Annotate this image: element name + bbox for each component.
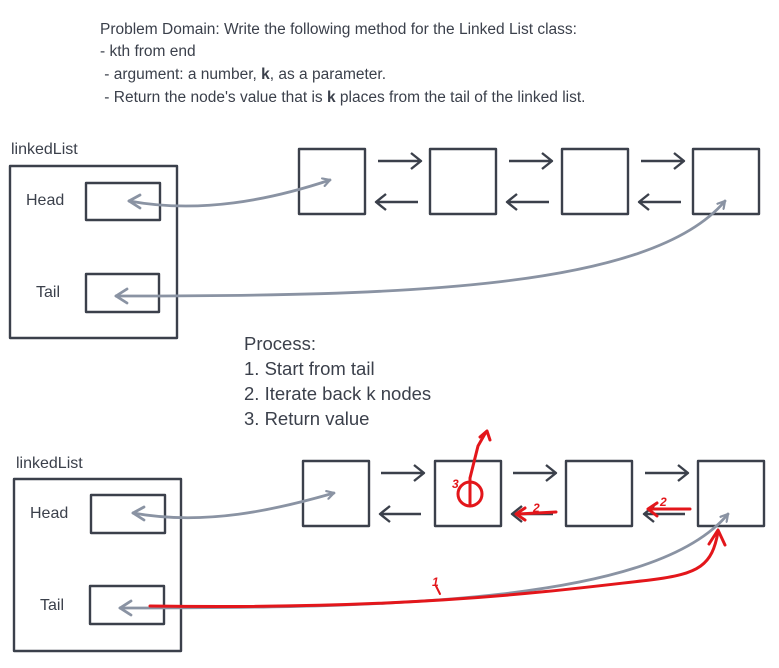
red-step2a-arrow — [516, 510, 558, 516]
bottom-tail-pointer-tail-arrowhead — [118, 599, 133, 617]
bottom-node-2 — [433, 459, 503, 528]
red-annotation-numbers: 3 2 2 1 — [432, 477, 667, 589]
bottom-head-pointer-tail-arrowhead — [131, 505, 146, 522]
top-node-4 — [691, 147, 761, 216]
problem-line-4-post: places from the tail of the linked list. — [335, 89, 586, 106]
bottom-diagram — [12, 459, 766, 653]
bottom-node-3 — [564, 459, 634, 528]
red-step1-tick — [435, 585, 441, 595]
red-step3-arrowhead — [478, 429, 492, 442]
top-tail-label: Tail — [36, 284, 61, 301]
top-tail-pointer-tail-arrowhead — [114, 287, 129, 305]
problem-line-3-post: , as a parameter. — [269, 66, 387, 83]
bottom-node-1 — [301, 459, 371, 528]
problem-line-3-k: k — [261, 66, 270, 83]
red-step1-path — [148, 530, 720, 609]
top-next-arrows — [378, 152, 686, 170]
top-node-3 — [560, 147, 630, 216]
process-title: Process: — [244, 333, 316, 354]
annotation-step3-number: 3 — [452, 477, 459, 491]
top-tail-pointer — [114, 199, 727, 298]
top-head-box — [84, 181, 162, 222]
bottom-head-box — [89, 493, 167, 535]
problem-line-1: Problem Domain: Write the following meth… — [100, 21, 577, 38]
bottom-head-label: Head — [30, 505, 69, 522]
problem-line-4-k: k — [326, 89, 336, 106]
top-node-1 — [297, 147, 367, 216]
red-step2b-arrowhead — [646, 501, 659, 518]
top-node-2 — [428, 147, 498, 216]
problem-line-4: - Return the node's value that is k plac… — [100, 87, 585, 109]
problem-line-3: - argument: a number, k, as a parameter. — [100, 64, 386, 86]
bottom-head-pointer — [131, 493, 336, 520]
top-tail-box — [84, 272, 161, 314]
bottom-tail-pointer — [118, 512, 730, 610]
problem-line-4-pre: - Return the node's value that is — [100, 89, 327, 106]
red-step3-stem — [468, 430, 488, 508]
bottom-tail-label: Tail — [40, 597, 65, 614]
bottom-node-4 — [696, 459, 766, 528]
problem-line-3-pre: - argument: a number, — [100, 66, 262, 83]
bottom-pointer-arrows — [118, 493, 730, 617]
top-prev-arrows — [374, 193, 681, 211]
top-linkedlist-container — [8, 164, 179, 340]
top-head-label: Head — [26, 192, 65, 209]
bottom-linkedlist-container — [12, 477, 183, 653]
annotation-step2b-number: 2 — [659, 495, 667, 509]
bottom-next-arrows — [381, 464, 690, 482]
annotation-step2a-number: 2 — [532, 501, 540, 515]
red-annotations — [148, 429, 727, 609]
top-linkedlist-label: linkedList — [11, 141, 78, 158]
top-head-pointer — [127, 180, 332, 208]
process-step-1: 1. Start from tail — [244, 358, 375, 379]
annotation-step1-number: 1 — [432, 575, 439, 589]
red-step1-arrowhead — [707, 528, 727, 547]
process-step-2: 2. Iterate back k nodes — [244, 383, 432, 404]
top-pointer-arrows — [114, 180, 727, 305]
top-head-pointer-tail-arrowhead — [127, 193, 142, 210]
bottom-linkedlist-label: linkedList — [16, 455, 83, 472]
problem-line-2: - kth from end — [100, 43, 196, 60]
top-diagram — [8, 147, 761, 340]
red-step2a-arrowhead — [514, 506, 527, 522]
process-step-3: 3. Return value — [244, 408, 370, 429]
